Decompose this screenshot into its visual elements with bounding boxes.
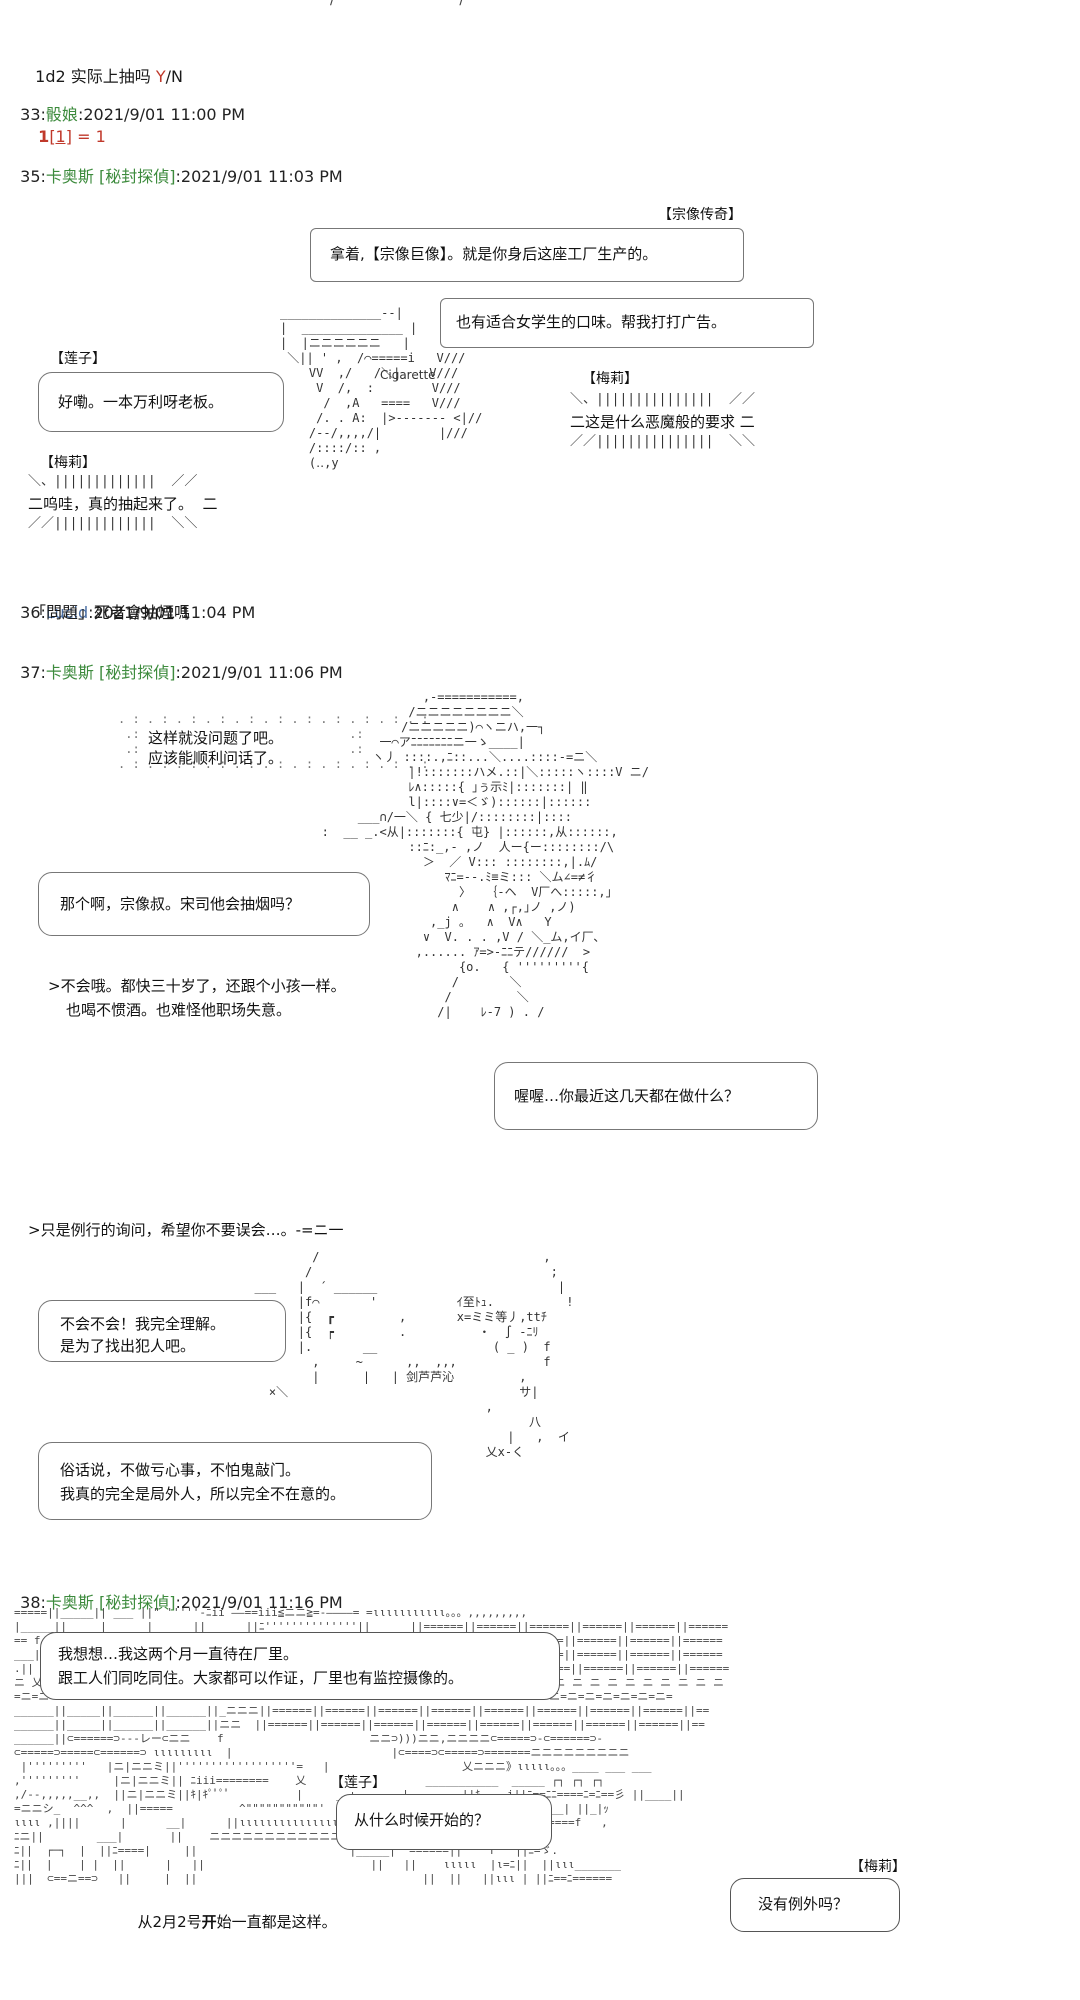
dialog-line: 也有适合女学生的口味。帮我打打广告。 [456, 313, 727, 331]
speaker-tag-lianzi: 【莲子】 [328, 1774, 388, 1792]
post-header: 35:卡奥斯 [秘封探偵]:2021/9/01 11:03 PM [10, 144, 343, 188]
dialog-line: 没有例外吗？ [758, 1895, 849, 1913]
speech-bubble [336, 1794, 552, 1850]
dialog-line: 是为了找出犯人吧。 [60, 1337, 196, 1355]
ascii-art-burst: ＼、||||||||||||| ／／ [28, 474, 198, 489]
speaker-tag-meili: 【梅莉】 [582, 371, 638, 387]
dice-result: 1[1] = 1 [28, 104, 106, 148]
dialog-line: 也喝不惯酒。也难怪他职场失意。 [66, 1001, 292, 1019]
dialog-line: 俗话说，不做亏心事，不怕鬼敲门。 [60, 1461, 301, 1479]
poster-name[interactable]: 卡奥斯 [秘封探偵] [45, 1593, 176, 1612]
post-number: 35: [20, 167, 46, 186]
dice-result-rest: = 1 [71, 127, 106, 146]
post-header: 36:Lucid:2021/9/01 11:04 PM [10, 580, 255, 624]
poster-name[interactable]: Lucid [45, 603, 89, 622]
post-number: 37: [20, 663, 46, 682]
dialog-line: 从什么时候开始的？ [354, 1811, 490, 1829]
post-date: :2021/9/01 11:16 PM [175, 1593, 343, 1612]
speaker-tag-zongxiang: 【宗像传奇】 [658, 207, 742, 223]
dialog-line: 好嘞。一本万利呀老板。 [58, 393, 224, 411]
ascii-art-factory: =====||_____|| ___ ||" '''''-ﾆii ——==iii… [14, 1606, 729, 1885]
speech-bubble [310, 228, 744, 282]
post-date: :2021/9/01 11:04 PM [88, 603, 256, 622]
post-header: 33:骰娘:2021/9/01 11:00 PM [10, 82, 245, 126]
speaker-tag-meili: 【梅莉】 [40, 455, 96, 471]
dialog-line: 应该能顺利问话了。 [148, 749, 284, 767]
speech-bubble [38, 372, 284, 432]
dialog-line: 我真的完全是局外人，所以完全不在意的。 [60, 1485, 346, 1503]
speaker-tag-lianzi: 【莲子】 [50, 351, 106, 367]
dice-roll-line: 1d2 实际上抽吗 Y/N [25, 44, 183, 88]
dice-result-bracket: [1] [49, 127, 72, 146]
speech-bubble [38, 872, 370, 936]
post-number: 38: [20, 1593, 46, 1612]
ascii-art-character: / , / ; ___ | ´ ______ | |f⌒ ' ｲ至ﾄｭ. ! |… [254, 1250, 574, 1459]
dialog-line: >不会哦。都快三十岁了，还跟个小孩一样。 [48, 977, 346, 995]
post-number: 36: [20, 603, 46, 622]
speech-bubble [38, 1300, 286, 1362]
dice-roll-suffix: /N [165, 67, 184, 86]
dialog-line: 二呜哇，真的抽起来了。 二 [28, 495, 218, 513]
dialog-line: 喔喔…你最近这几天都在做什么？ [514, 1087, 740, 1105]
speech-bubble [440, 298, 814, 348]
ascii-art-character: ,-===========, /ニニニニニニニニ＼ /ニニニニニ)⌒ヽニハ,一┐… [321, 690, 649, 1019]
cigarette-label: Cigarette [380, 368, 436, 382]
dialog-line: 二这是什么恶魔般的要求 二 [570, 413, 755, 431]
dialog-line-answer: 从2月2号开始一直都是这样。 [128, 1892, 337, 1932]
answer-prefix: 从2月2号 [137, 1913, 202, 1931]
dialog-line: 拿着,【宗像巨像】。就是你身后这座工厂生产的。 [330, 245, 658, 263]
poster-name[interactable]: 骰娘 [45, 105, 78, 124]
post-date: :2021/9/01 11:06 PM [175, 663, 343, 682]
dice-roll-prefix: 1d2 实际上抽吗 [35, 67, 156, 86]
post-header: 38:卡奥斯 [秘封探偵]:2021/9/01 11:16 PM [10, 1570, 343, 1614]
dialog-line: 这样就没问题了吧。 [148, 729, 284, 747]
speech-bubble [730, 1878, 900, 1932]
post-header: 37:卡奥斯 [秘封探偵]:2021/9/01 11:06 PM [10, 640, 343, 684]
ascii-art-dots: . : . : . : . : . : . : . : . : . : . : … [118, 712, 429, 771]
dialog-line: >只是例行的询问，希望你不要误会…。-=ニ一 [28, 1221, 344, 1239]
post-body: 「問題」死者會抽煙嗎 [30, 603, 191, 622]
top-fragment: / / [330, 0, 465, 8]
ascii-art-burst: ／／||||||||||||| ＼＼ [28, 516, 198, 531]
speech-bubble [38, 1442, 432, 1520]
ascii-art-burst: ＼、||||||||||||||| ／／ [570, 392, 756, 407]
speaker-tag-meili: 【梅莉】 [848, 1858, 908, 1876]
dice-result-prefix: 1 [38, 127, 50, 146]
dialog-line: 跟工人们同吃同住。大家都可以作证，厂里也有监控摄像的。 [58, 1669, 464, 1687]
answer-bold: 开 [201, 1913, 217, 1931]
ascii-art-burst: ／／||||||||||||||| ＼＼ [570, 434, 756, 449]
answer-suffix: 始一直都是这样。 [216, 1913, 337, 1931]
post-number: 33: [20, 105, 46, 124]
speech-bubble [40, 1632, 560, 1700]
answer-bg [120, 1888, 340, 1914]
dialog-line: 那个啊，宗像叔。宋司他会抽烟吗？ [60, 895, 301, 913]
dialog-line: 不会不会！我完全理解。 [60, 1315, 226, 1333]
speech-bubble [494, 1062, 818, 1130]
poster-name[interactable]: 卡奥斯 [秘封探偵] [45, 663, 176, 682]
ascii-art-character: ______________--| | ______________ | | |… [280, 306, 483, 470]
post-date: :2021/9/01 11:00 PM [77, 105, 246, 124]
poster-name[interactable]: 卡奥斯 [秘封探偵] [45, 167, 176, 186]
post-date: :2021/9/01 11:03 PM [175, 167, 343, 186]
dialog-line: 我想想…我这两个月一直待在厂里。 [58, 1645, 299, 1663]
dice-roll-yes: Y [155, 67, 166, 86]
